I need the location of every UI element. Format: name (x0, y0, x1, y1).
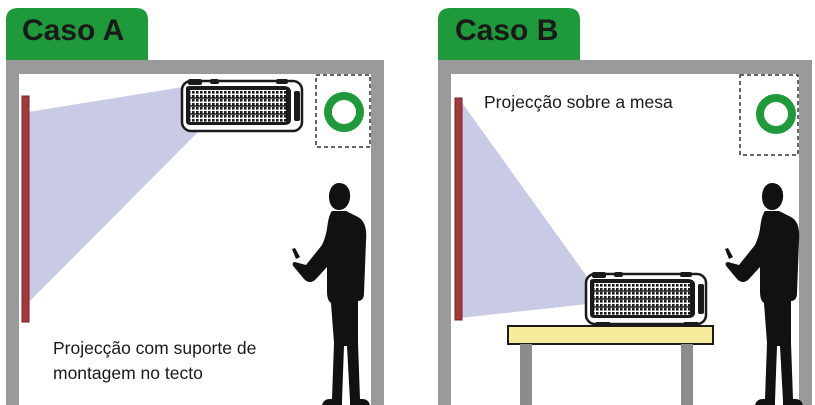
case-b-table-projector-icon (584, 270, 708, 326)
case-b-projection-beam (460, 100, 588, 318)
case-a-tab-title: Caso A (22, 14, 125, 47)
case-b-projection-screen (454, 97, 463, 321)
case-b-caption: Projecção sobre a mesa (484, 90, 673, 115)
case-b-projector-foot-right (684, 322, 698, 327)
case-a-green-circle-icon (328, 96, 360, 128)
case-b-table-leg-left (520, 344, 532, 405)
case-b-caption-line-1: Projecção sobre a mesa (484, 92, 673, 112)
case-b-green-circle-icon (760, 98, 792, 130)
case-a-projection-screen (21, 95, 30, 323)
case-b-table-leg-right (681, 344, 693, 405)
case-b-tab-title: Caso B (455, 14, 559, 47)
case-a-caption-line-1: Projecção com suporte de (53, 338, 257, 358)
case-a-presenter-icon (292, 183, 370, 405)
case-a-projection-beam (28, 87, 200, 303)
case-b-ok-box (739, 74, 799, 156)
panel-case-a (6, 8, 384, 405)
case-a-caption: Projecção com suporte de montagem no tec… (53, 336, 256, 386)
case-b-projector-foot-left (596, 322, 610, 327)
case-b-table-top (507, 325, 714, 345)
case-b-presenter-icon (725, 183, 803, 405)
case-b-tab (438, 8, 580, 60)
case-a-ceiling-projector-icon (180, 77, 304, 133)
case-a-caption-line-2: montagem no tecto (53, 363, 203, 383)
case-a-tab (6, 8, 148, 60)
panel-case-b (438, 8, 812, 405)
